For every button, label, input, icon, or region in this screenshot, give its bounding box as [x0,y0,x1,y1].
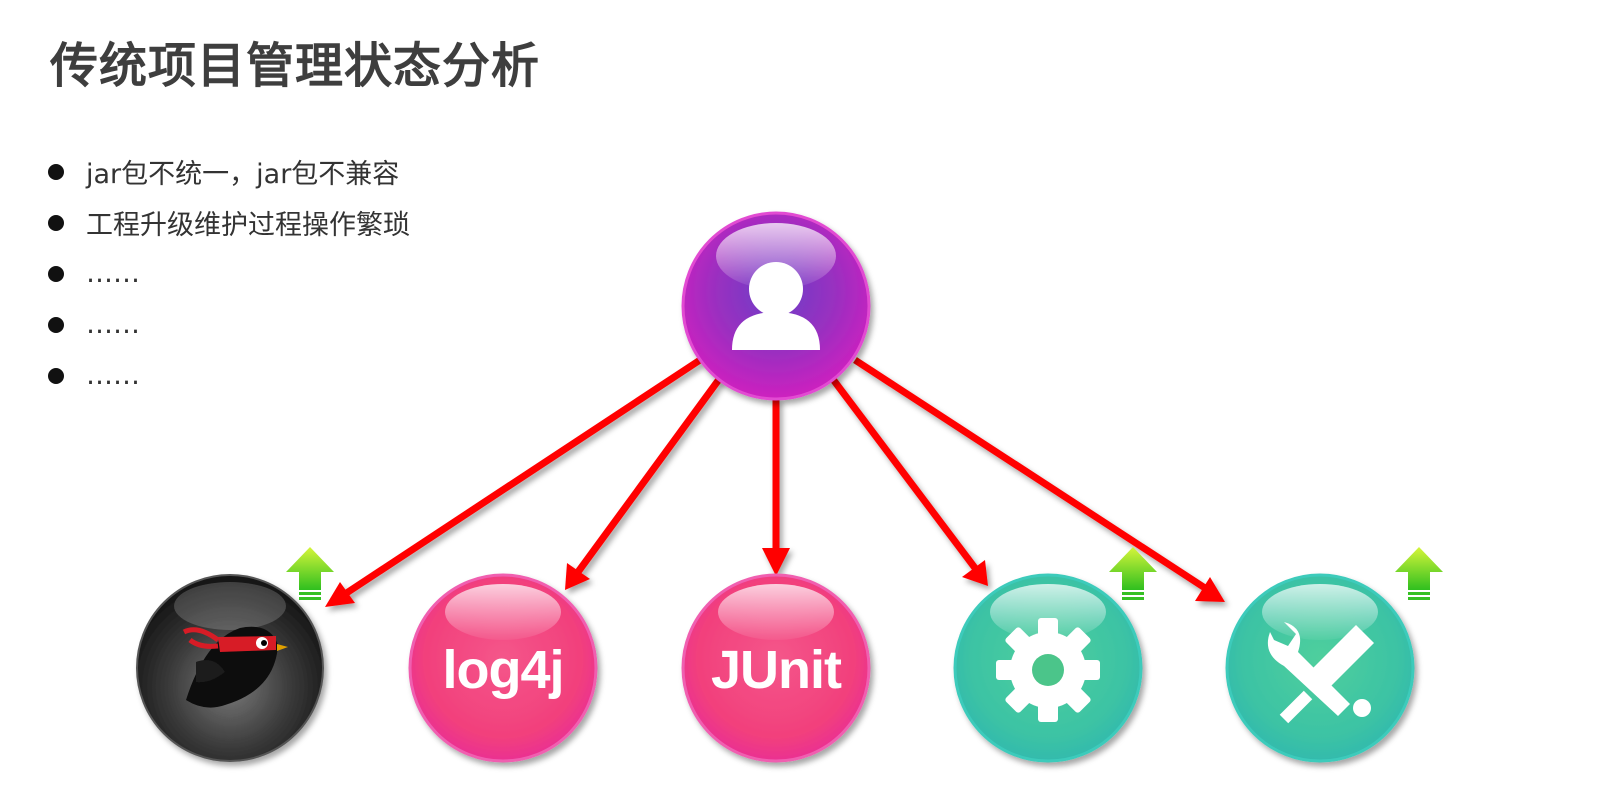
node-bubble-2: log4j [408,573,598,763]
node-label-log4j: log4j [442,640,563,700]
upgrade-arrow-icon [1109,547,1157,600]
bullet-text: …… [86,309,140,340]
bullet-dot [48,367,64,384]
bullet-item: 工程升级维护过程操作繁琐 [48,197,410,248]
bullet-text: …… [86,258,140,289]
bullet-dot [48,163,64,180]
bullet-text: 工程升级维护过程操作繁琐 [86,210,410,241]
page-title: 传统项目管理状态分析 [50,38,541,94]
center-user-bubble [681,211,871,401]
arrow-to-node-3 [762,398,790,576]
arrow-to-node-1 [325,357,702,607]
bullet-item: …… [48,248,410,299]
bullet-item: jar包不统一，jar包不兼容 [48,146,410,197]
upgrade-arrow-icon [286,547,334,600]
ninja-bird-icon [182,626,288,708]
arrow-to-node-2 [565,375,723,590]
node-label-junit: JUnit [711,640,842,700]
node-bubble-5 [1225,573,1415,763]
bullet-dot [48,265,64,282]
gear-icon [996,618,1100,722]
node-bubble-3: JUnit [681,573,871,763]
bullet-list: jar包不统一，jar包不兼容 工程升级维护过程操作繁琐 …… …… …… [48,146,410,401]
dependency-arrows [325,357,1225,607]
bullet-text: …… [86,360,140,391]
bullet-item: …… [48,299,410,350]
wrench-screwdriver-icon [1267,622,1374,724]
node-bubble-1 [136,574,324,762]
arrow-to-node-5 [853,357,1225,602]
arrow-to-node-4 [829,375,988,586]
user-icon [732,262,820,350]
node-bubble-4 [953,573,1143,763]
upgrade-arrow-icon [1395,547,1443,600]
bullet-item: …… [48,350,410,401]
bullet-text: jar包不统一，jar包不兼容 [86,159,400,190]
bullet-dot [48,214,64,231]
bullet-dot [48,316,64,333]
